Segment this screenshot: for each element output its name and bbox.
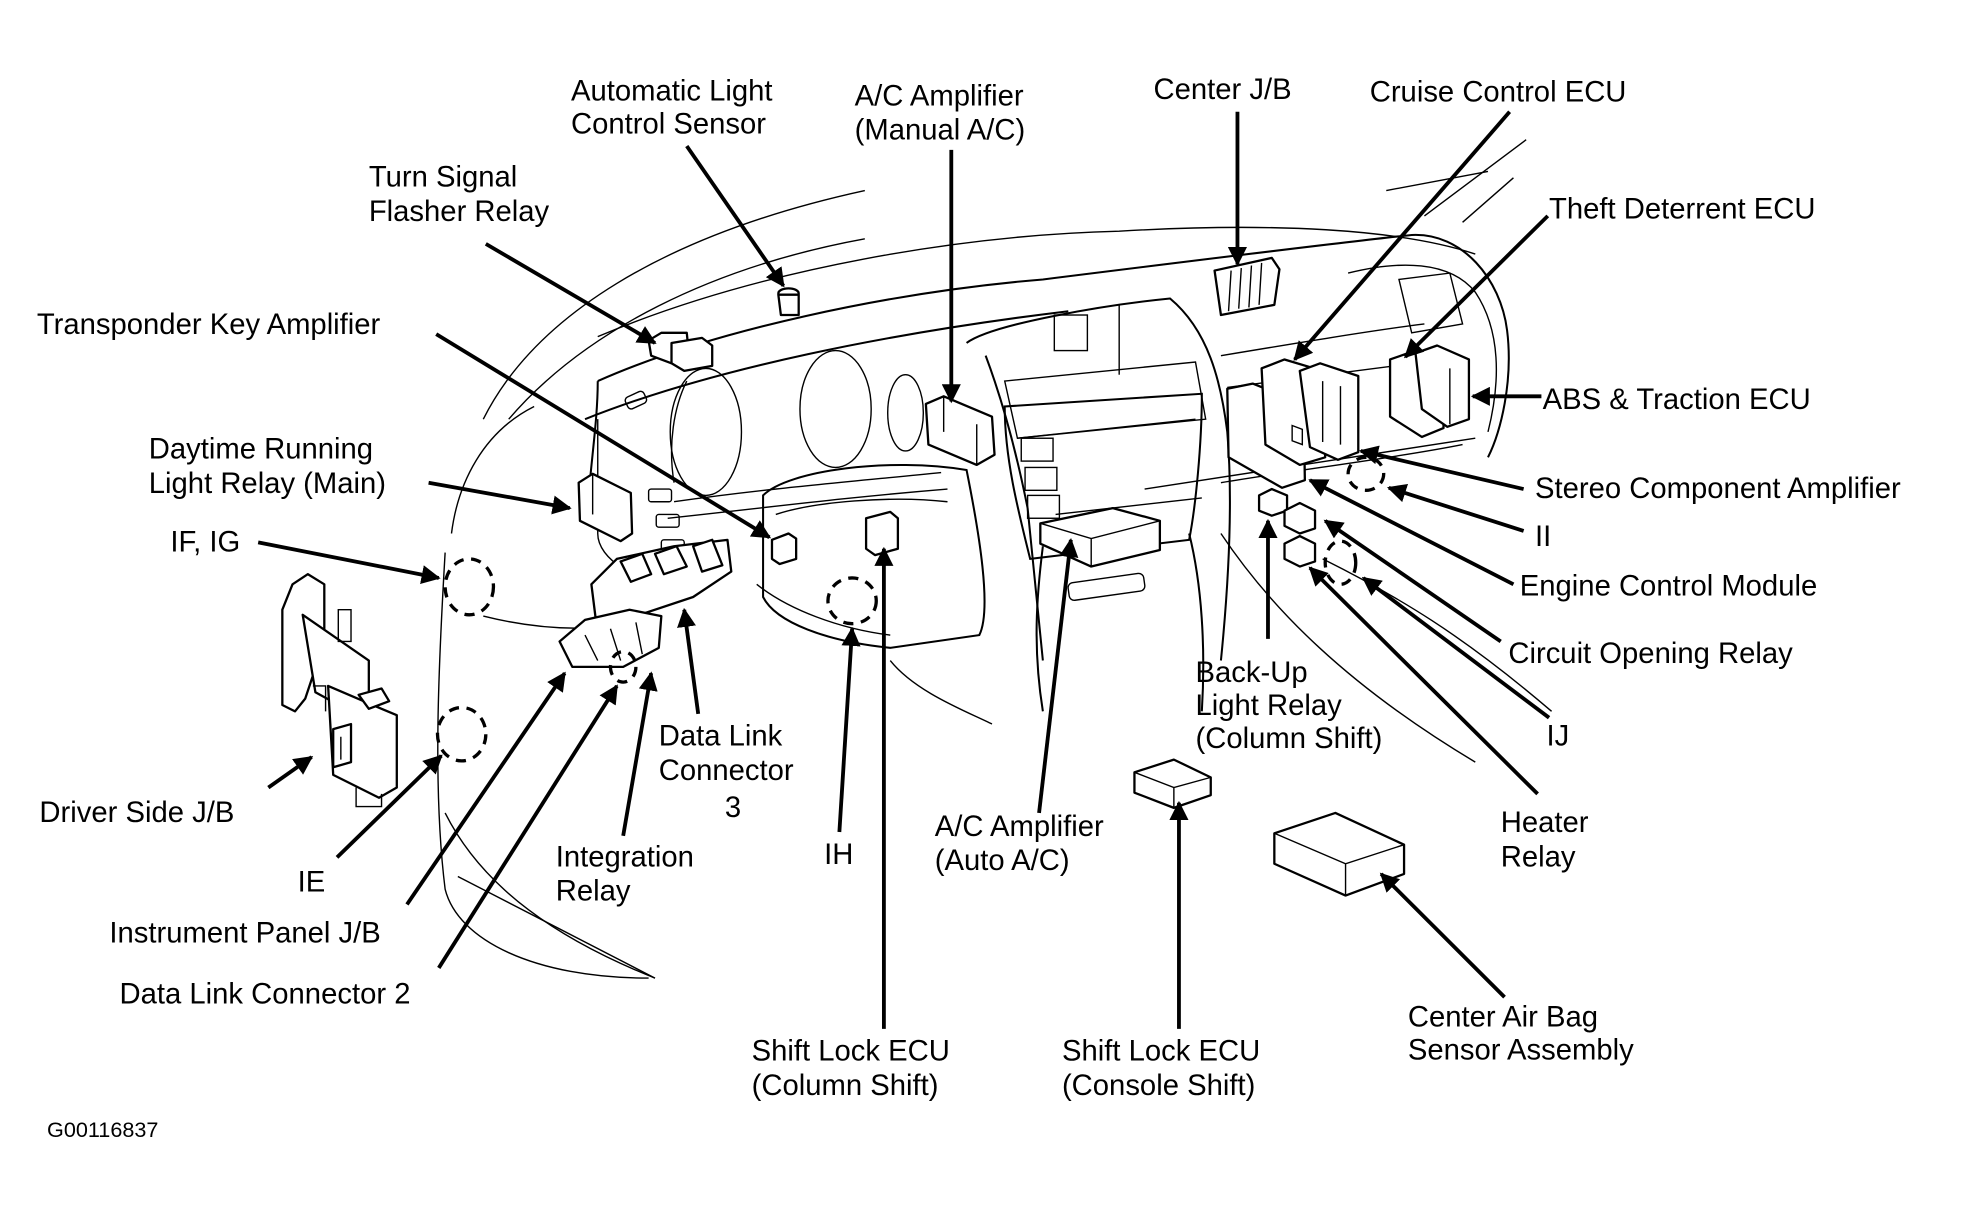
turn-signal-flasher-relay-part xyxy=(647,331,714,373)
label-engine-control-module: Engine Control Module xyxy=(1520,571,1817,603)
label-center-airbag-sensor: Center Air Bag Sensor Assembly xyxy=(1408,1001,1634,1066)
label-shift-lock-ecu-column: Shift Lock ECU (Column Shift) xyxy=(752,1036,958,1102)
instrument-panel-jb-part xyxy=(558,538,733,669)
label-integration-relay: Integration Relay xyxy=(556,841,702,907)
label-heater-relay: Heater Relay xyxy=(1501,807,1597,873)
label-transponder-key-amplifier: Transponder Key Amplifier xyxy=(37,309,381,341)
connector-ih-location xyxy=(826,576,878,626)
center-airbag-sensor-part xyxy=(1273,811,1406,897)
connector-ij-location xyxy=(1323,539,1358,586)
label-circuit-opening-relay: Circuit Opening Relay xyxy=(1508,638,1793,670)
ac-amplifier-manual-part xyxy=(924,395,996,467)
components xyxy=(281,256,1471,897)
ecu-cluster-part xyxy=(1226,358,1360,489)
drl-relay-part xyxy=(577,472,634,543)
connector-locations xyxy=(435,455,1386,763)
label-connector-ie: IE xyxy=(298,867,326,899)
label-ac-amplifier-manual: A/C Amplifier (Manual A/C) xyxy=(855,80,1032,146)
leader-lines xyxy=(257,110,1551,1029)
connector-ie-location xyxy=(435,705,488,763)
label-connector-if-ig: IF, IG xyxy=(170,526,240,558)
connector-if-ig-location xyxy=(443,557,496,617)
label-automatic-light-sensor: Automatic Light Control Sensor xyxy=(571,75,781,140)
figure-id: G00116837 xyxy=(47,1117,158,1142)
label-connector-ii: II xyxy=(1535,521,1551,553)
label-shift-lock-ecu-console: Shift Lock ECU (Console Shift) xyxy=(1062,1036,1268,1102)
label-data-link-connector-2: Data Link Connector 2 xyxy=(120,979,411,1011)
label-ac-amplifier-auto: A/C Amplifier (Auto A/C) xyxy=(935,811,1112,877)
relay-group-part xyxy=(1257,487,1317,568)
integration-relay-location xyxy=(608,649,638,684)
label-data-link-connector-3: Data Link Connector 3 xyxy=(659,721,802,824)
shift-lock-ecu-console-part xyxy=(1133,758,1212,810)
label-theft-deterrent-ecu: Theft Deterrent ECU xyxy=(1549,193,1815,225)
label-connector-ih: IH xyxy=(824,839,853,871)
label-turn-signal-flasher-relay: Turn Signal Flasher Relay xyxy=(369,162,550,228)
label-drl-relay-main: Daytime Running Light Relay (Main) xyxy=(149,434,386,500)
transponder-key-amplifier-part xyxy=(770,532,798,566)
label-cruise-control-ecu: Cruise Control ECU xyxy=(1370,77,1627,109)
label-abs-traction-ecu: ABS & Traction ECU xyxy=(1543,384,1811,416)
label-driver-side-jb: Driver Side J/B xyxy=(39,797,234,829)
label-connector-ij: IJ xyxy=(1547,721,1570,753)
shift-lock-ecu-column-part xyxy=(864,510,900,557)
automatic-light-sensor-part xyxy=(777,287,800,317)
label-stereo-component-amplifier: Stereo Component Amplifier xyxy=(1535,473,1901,505)
label-backup-light-relay: Back-Up Light Relay (Column Shift) xyxy=(1195,657,1382,755)
label-instrument-panel-jb: Instrument Panel J/B xyxy=(109,918,380,950)
callout-labels: Automatic Light Control Sensor A/C Ampli… xyxy=(37,74,1901,1142)
driver-side-jb-part xyxy=(281,573,398,808)
theft-deterrent-abs-ecu-part xyxy=(1388,344,1471,439)
ac-amplifier-auto-part xyxy=(1039,506,1162,568)
label-center-jb: Center J/B xyxy=(1154,74,1292,106)
center-jb-part xyxy=(1213,256,1281,317)
